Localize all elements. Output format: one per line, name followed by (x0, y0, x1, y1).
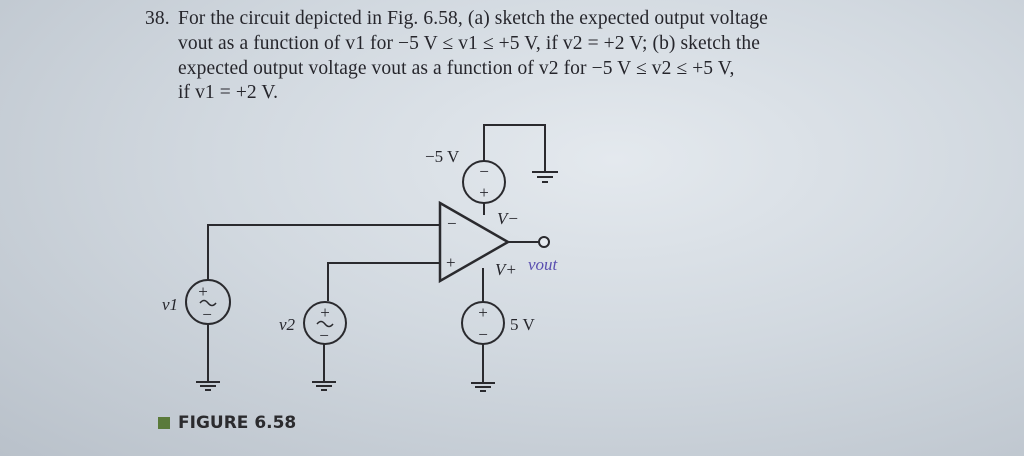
pos-supply-minus: − (478, 325, 488, 344)
figure-caption: FIGURE 6.58 (158, 413, 296, 433)
problem-line-3: expected output voltage vout as a functi… (178, 58, 735, 79)
problem-line-1: For the circuit depicted in Fig. 6.58, (… (178, 8, 768, 29)
noninverting-input-sign: + (446, 253, 456, 272)
v-plus-label: V+ (495, 260, 517, 279)
v1-plus: + (198, 282, 208, 301)
problem-line-2: vout as a function of v1 for −5 V ≤ v1 ≤… (178, 33, 761, 54)
wire-v1 (207, 224, 440, 280)
figure-caption-text: FIGURE 6.58 (178, 413, 297, 433)
pos-supply-label: 5 V (510, 315, 535, 334)
ground-icon (312, 381, 336, 391)
ac-icon (199, 299, 217, 307)
ground-icon (532, 171, 558, 183)
ac-icon (316, 320, 334, 328)
neg-supply-minus: − (479, 162, 489, 181)
v2-minus: − (319, 326, 329, 345)
figure-icon (158, 417, 170, 429)
opamp (438, 200, 511, 284)
problem-line-4: if v1 = +2 V. (178, 82, 279, 103)
wire-v2 (327, 262, 440, 301)
problem-number: 38. (145, 8, 170, 29)
ground-icon (471, 382, 495, 392)
vout-label: vout (528, 255, 559, 274)
v2-label: v2 (279, 315, 296, 334)
neg-supply-plus: + (479, 183, 489, 202)
ground-icon (196, 381, 220, 391)
v1-label: v1 (162, 295, 178, 314)
v1-minus: − (202, 305, 212, 324)
v2-plus: + (320, 303, 330, 322)
v-minus-label: V− (497, 209, 519, 228)
pos-supply-plus: + (478, 303, 488, 322)
neg-supply-label: −5 V (425, 147, 460, 166)
output-terminal (538, 236, 550, 248)
inverting-input-sign: − (447, 214, 457, 233)
